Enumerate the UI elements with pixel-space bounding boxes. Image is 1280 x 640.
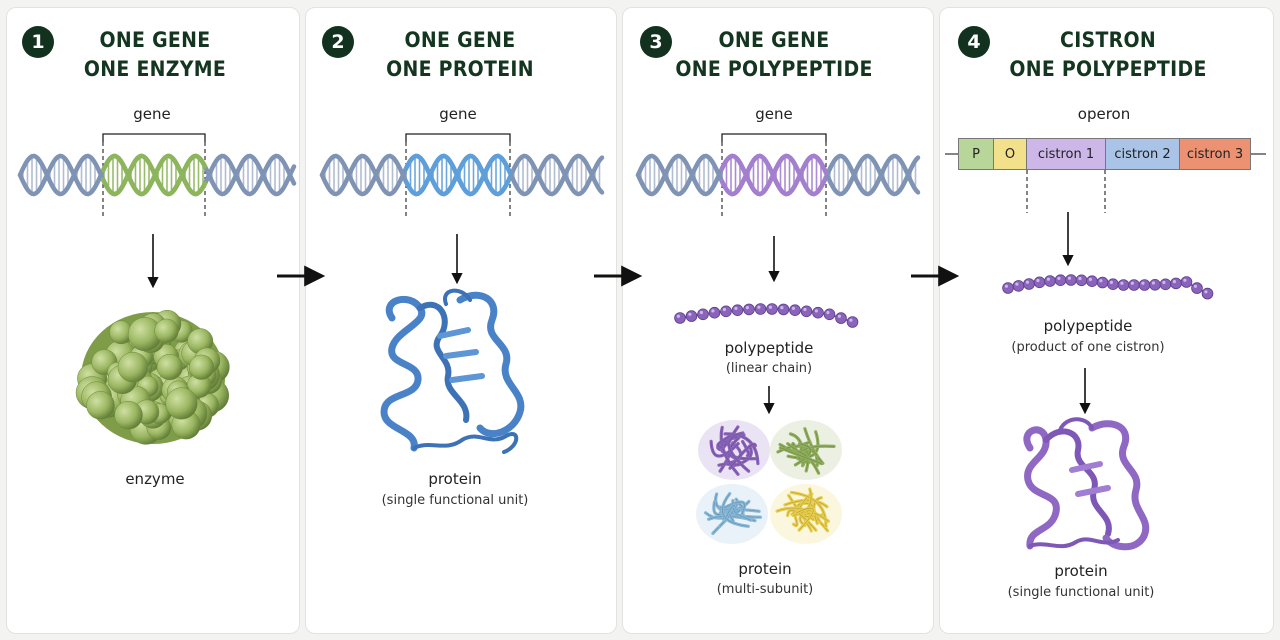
bead-chain-icon bbox=[675, 304, 858, 328]
tetramer-protein-icon bbox=[696, 420, 842, 544]
gene-bracket-3 bbox=[722, 134, 826, 142]
dna-double-helix-icon bbox=[638, 156, 918, 194]
gene-bracket-2 bbox=[406, 134, 510, 142]
gene-bracket-1 bbox=[103, 134, 205, 142]
ribbon-protein-icon bbox=[1027, 419, 1146, 547]
globular-enzyme-icon bbox=[76, 310, 229, 444]
dna-double-helix-icon bbox=[322, 156, 602, 194]
ribbon-protein-icon bbox=[384, 291, 521, 452]
dna-double-helix-icon bbox=[20, 156, 294, 194]
bead-chain-icon bbox=[1003, 275, 1213, 299]
